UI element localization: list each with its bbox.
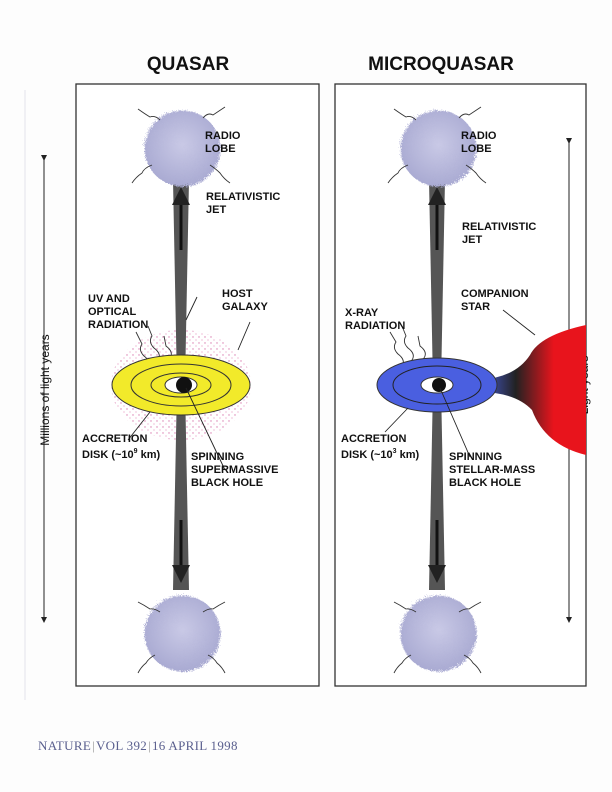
supermassive-black-hole (176, 377, 192, 393)
quasar-jet-bottom (173, 385, 189, 590)
stellar-mass-black-hole (432, 378, 446, 392)
radio-lobe-top (143, 109, 219, 185)
quasar-title: QUASAR (147, 54, 230, 75)
quasar-jet-top (173, 180, 189, 385)
quasar-scale-label: Millions of light years (38, 334, 52, 445)
quasar-scale-arrow: Millions of light years (38, 155, 52, 623)
microquasar-jet-bottom (429, 385, 445, 590)
journal-footer: NATURE|VOL 392|16 APRIL 1998 (38, 738, 238, 753)
journal-volume: VOL 392 (95, 738, 148, 753)
companion-star (478, 325, 586, 455)
radio-lobe-bottom (399, 594, 475, 670)
journal-date: 16 APRIL 1998 (151, 738, 238, 753)
radio-lobe-top (399, 109, 475, 185)
radio-lobe-bottom (143, 594, 219, 670)
microquasar-title: MICROQUASAR (368, 54, 514, 75)
journal-name: NATURE (38, 738, 92, 753)
microquasar-jet-top (429, 180, 445, 385)
